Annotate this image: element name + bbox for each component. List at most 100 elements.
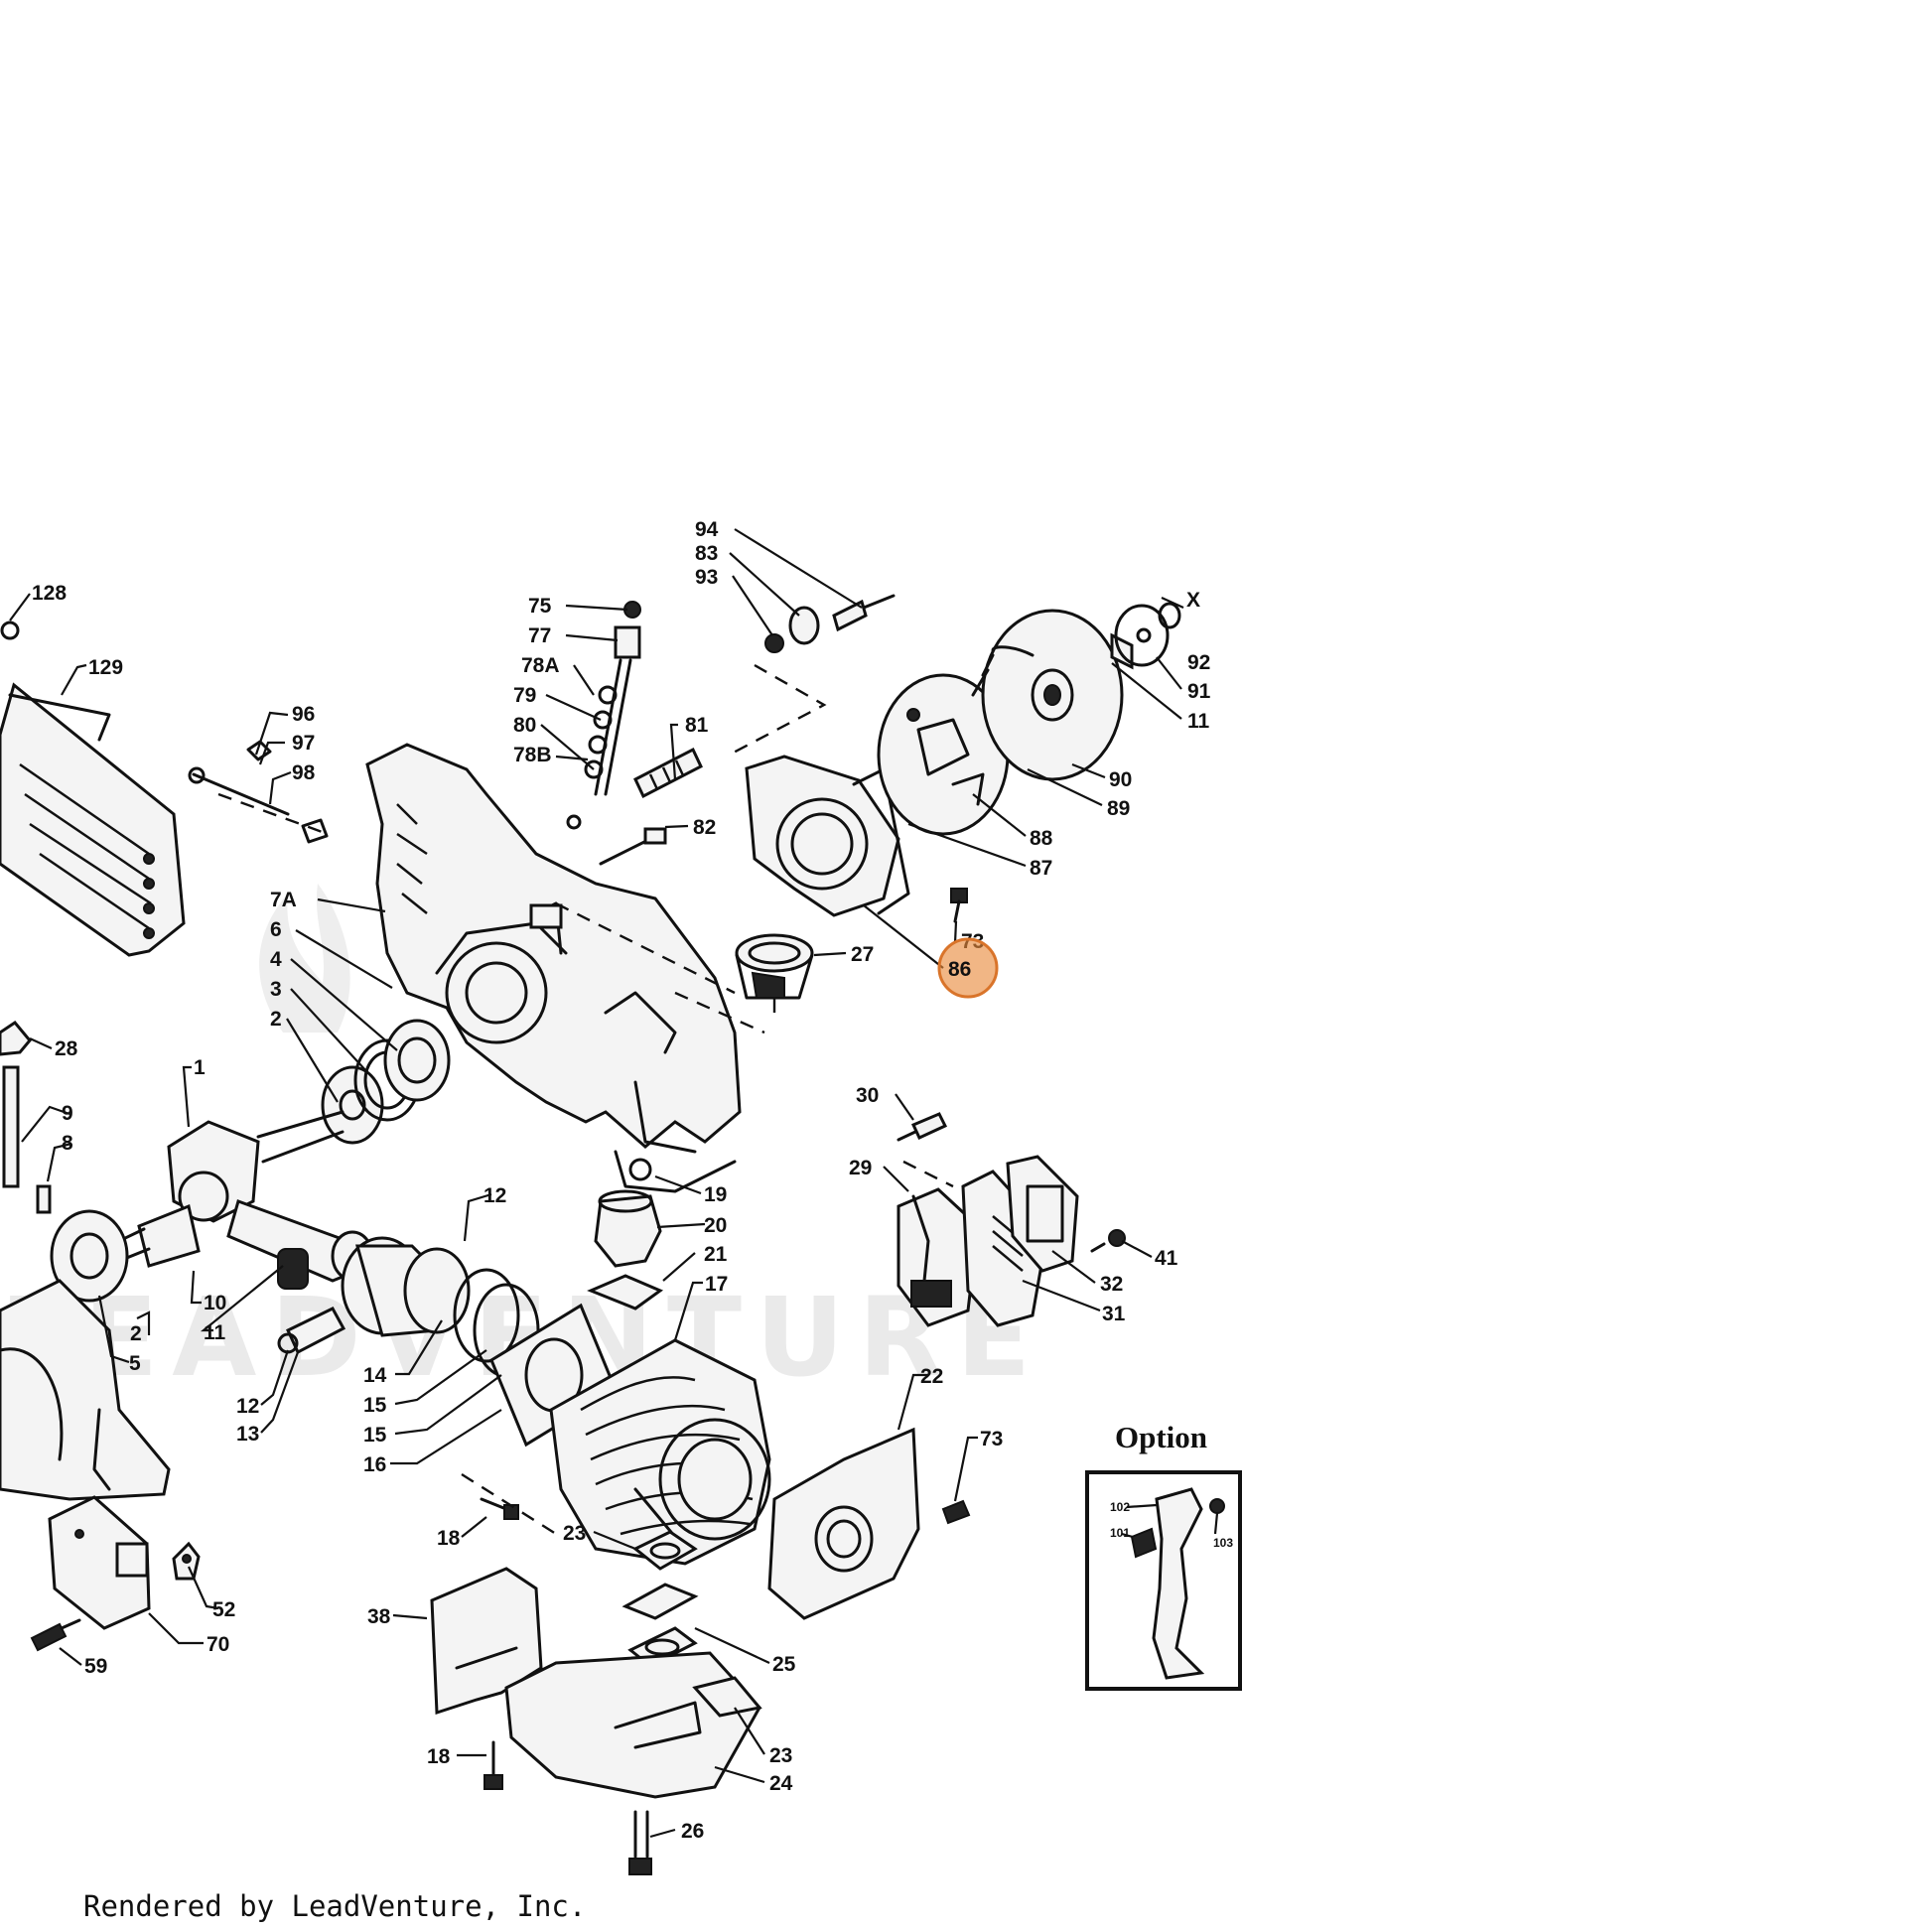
label-89: 89 bbox=[1107, 797, 1130, 820]
label-17: 17 bbox=[705, 1273, 728, 1296]
decompression-valve-20 bbox=[587, 1158, 664, 1311]
label-90: 90 bbox=[1109, 768, 1132, 791]
option-label-102: 102 bbox=[1110, 1500, 1130, 1514]
option-box: Option 102 101 103 bbox=[1085, 1420, 1242, 1691]
crankshaft-1 bbox=[117, 1110, 374, 1283]
option-label-101: 101 bbox=[1110, 1526, 1130, 1540]
clutch-88 bbox=[877, 673, 1010, 836]
label-3: 3 bbox=[270, 978, 282, 1001]
label-18-bottom: 18 bbox=[427, 1745, 451, 1768]
label-10: 10 bbox=[204, 1292, 226, 1314]
option-label-103: 103 bbox=[1213, 1536, 1233, 1550]
needle-bearing-11 bbox=[277, 1248, 309, 1290]
label-1: 1 bbox=[194, 1056, 206, 1079]
option-title: Option bbox=[1115, 1420, 1207, 1454]
muffler-24 bbox=[504, 1651, 762, 1799]
crankcase bbox=[365, 743, 742, 1193]
screw-30 bbox=[897, 1112, 948, 1142]
label-32: 32 bbox=[1100, 1273, 1123, 1296]
label-31: 31 bbox=[1102, 1303, 1126, 1325]
rod-9 bbox=[2, 1065, 52, 1214]
label-93: 93 bbox=[695, 566, 718, 589]
label-5: 5 bbox=[129, 1352, 141, 1375]
label-16: 16 bbox=[363, 1453, 386, 1476]
label-86[interactable]: 86 bbox=[948, 958, 971, 981]
label-19: 19 bbox=[704, 1183, 727, 1206]
label-28: 28 bbox=[55, 1037, 78, 1060]
label-78a: 78A bbox=[521, 654, 560, 677]
label-75: 75 bbox=[528, 595, 552, 618]
bracket-52 bbox=[172, 1541, 201, 1581]
label-83: 83 bbox=[695, 542, 718, 565]
flame-logo bbox=[259, 884, 350, 1033]
screw-41 bbox=[1090, 1229, 1126, 1253]
screw-18-lower bbox=[483, 1740, 503, 1790]
label-15-a: 15 bbox=[363, 1394, 387, 1417]
label-59: 59 bbox=[84, 1655, 107, 1678]
screw-18-upper bbox=[480, 1497, 519, 1520]
clutch-cover-87 bbox=[745, 755, 910, 917]
chain-brake-29 bbox=[897, 1187, 980, 1327]
label-25: 25 bbox=[772, 1653, 796, 1676]
label-88: 88 bbox=[1030, 827, 1053, 850]
label-96: 96 bbox=[292, 703, 315, 726]
label-23-top: 23 bbox=[563, 1522, 586, 1545]
label-92: 92 bbox=[1187, 651, 1210, 674]
option-handguard bbox=[1152, 1487, 1205, 1680]
plug-cap-28 bbox=[0, 1021, 32, 1056]
label-12-top: 12 bbox=[483, 1184, 506, 1207]
label-129: 129 bbox=[88, 656, 123, 679]
label-20: 20 bbox=[704, 1214, 727, 1237]
label-30: 30 bbox=[856, 1084, 879, 1107]
label-98: 98 bbox=[292, 761, 316, 784]
label-77: 77 bbox=[528, 624, 551, 647]
label-14: 14 bbox=[363, 1364, 387, 1387]
label-79: 79 bbox=[513, 684, 536, 707]
label-11-top: 11 bbox=[1187, 710, 1210, 733]
label-9: 9 bbox=[62, 1102, 73, 1125]
alignment-lines bbox=[217, 663, 954, 1536]
label-41: 41 bbox=[1155, 1247, 1178, 1270]
label-91: 91 bbox=[1187, 680, 1211, 703]
screw-73-upper bbox=[950, 888, 968, 923]
screw-73-lower bbox=[941, 1499, 971, 1525]
label-87: 87 bbox=[1030, 857, 1052, 880]
ignition-module-70 bbox=[48, 1495, 151, 1630]
label-23-bottom: 23 bbox=[769, 1744, 792, 1767]
label-29: 29 bbox=[849, 1157, 872, 1179]
label-2-top: 2 bbox=[270, 1008, 282, 1031]
flywheel-housing bbox=[0, 1279, 171, 1501]
label-82: 82 bbox=[693, 816, 716, 839]
stud-26 bbox=[628, 1810, 652, 1875]
label-13: 13 bbox=[236, 1423, 259, 1446]
label-2-bottom: 2 bbox=[130, 1322, 142, 1345]
label-21: 21 bbox=[704, 1243, 728, 1266]
piston-pin-13 bbox=[277, 1307, 346, 1355]
label-80: 80 bbox=[513, 714, 536, 737]
gasket-23-upper bbox=[632, 1530, 698, 1571]
label-22: 22 bbox=[920, 1365, 943, 1388]
label-18-top: 18 bbox=[437, 1527, 461, 1550]
label-27: 27 bbox=[851, 943, 874, 966]
label-97: 97 bbox=[292, 732, 315, 755]
label-12-bottom: 12 bbox=[236, 1395, 259, 1418]
label-6: 6 bbox=[270, 918, 282, 941]
label-52: 52 bbox=[212, 1598, 235, 1621]
bolt-97 bbox=[188, 740, 329, 844]
label-128: 128 bbox=[32, 582, 67, 605]
piston-14 bbox=[341, 1236, 471, 1337]
label-73-lower: 73 bbox=[980, 1428, 1003, 1450]
label-38: 38 bbox=[367, 1605, 391, 1628]
pin-82 bbox=[599, 827, 667, 866]
label-8: 8 bbox=[62, 1132, 73, 1155]
muffler-cover-22 bbox=[767, 1427, 920, 1620]
label-26: 26 bbox=[681, 1820, 704, 1843]
plate-32 bbox=[1006, 1155, 1079, 1273]
leader-lines bbox=[9, 528, 1184, 1839]
bearing-left bbox=[50, 1209, 129, 1303]
label-15-b: 15 bbox=[363, 1424, 387, 1447]
label-24: 24 bbox=[769, 1772, 793, 1795]
highlight-marker-86[interactable] bbox=[937, 937, 999, 999]
bearing-stack bbox=[321, 1019, 451, 1145]
